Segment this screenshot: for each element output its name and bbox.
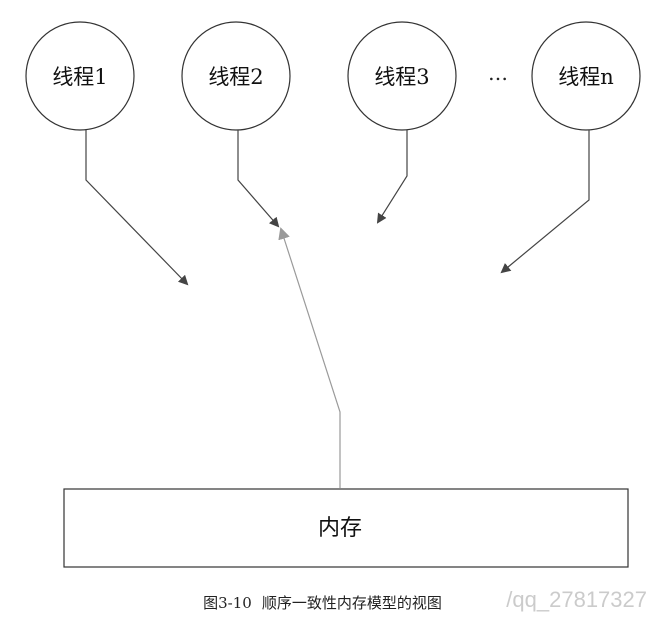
figure-caption: 图3-10 顺序一致性内存模型的视图 bbox=[0, 592, 655, 613]
memory-block: 内存 bbox=[63, 488, 629, 568]
watermark-text: /qq_27817327 bbox=[506, 587, 647, 612]
thread-2-label: 线程2 bbox=[208, 65, 263, 89]
memory-label: 内存 bbox=[318, 516, 362, 541]
thread-n-node: 线程n bbox=[531, 21, 641, 131]
figure-title: 顺序一致性内存模型的视图 bbox=[261, 594, 442, 612]
thread-2-arrow bbox=[237, 130, 280, 228]
thread-1-node: 线程1 bbox=[25, 21, 135, 131]
memory-switch-arrow bbox=[278, 227, 341, 488]
thread-2-node: 线程2 bbox=[181, 21, 291, 131]
thread-1-arrow bbox=[85, 130, 189, 286]
threads-ellipsis: … bbox=[488, 61, 508, 85]
thread-3-node: 线程3 bbox=[347, 21, 457, 131]
thread-n-arrow bbox=[500, 130, 590, 274]
thread-3-label: 线程3 bbox=[374, 65, 429, 89]
thread-1-label: 线程1 bbox=[52, 65, 107, 89]
thread-3-arrow bbox=[376, 130, 408, 224]
thread-n-label: 线程n bbox=[558, 65, 614, 89]
figure-number: 图3-10 bbox=[203, 594, 252, 612]
